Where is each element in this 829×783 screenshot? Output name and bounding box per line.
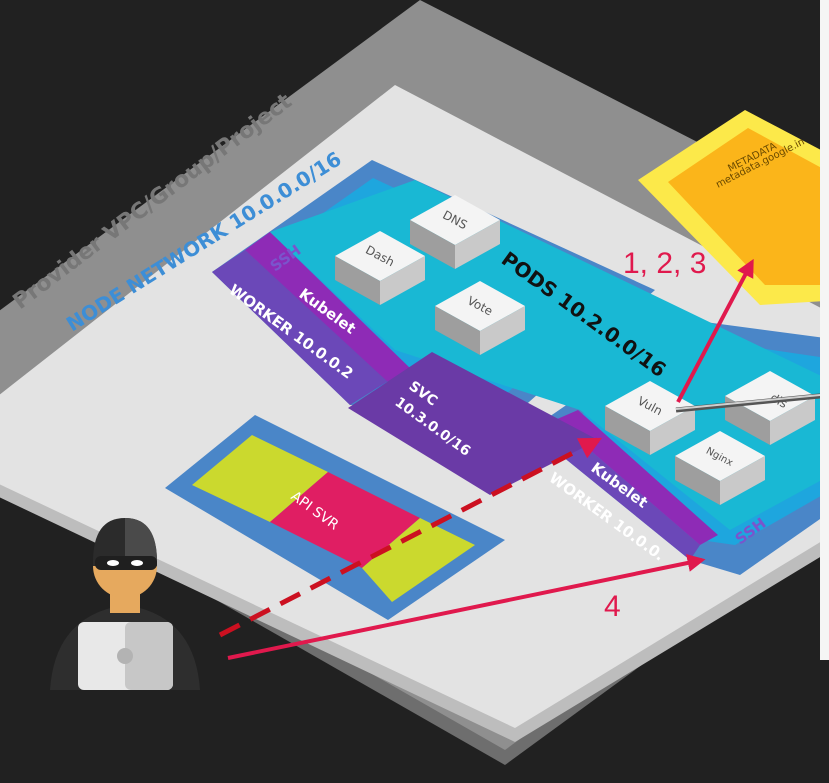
svc-network-plane	[348, 352, 598, 495]
attack-arrow-to-metadata	[676, 258, 754, 403]
pod-vote: Vote	[435, 281, 525, 355]
worker-left-label-band	[212, 250, 390, 405]
metadata-inner	[668, 128, 829, 285]
pod-redis: dis	[725, 371, 815, 445]
pod-nginx: Nginx	[675, 431, 765, 505]
steps-1-2-3-label: 1, 2, 3	[623, 247, 706, 280]
pod-vuln: Vuln	[605, 381, 695, 455]
hacker-icon	[50, 518, 200, 690]
pod-dns: DNS	[410, 195, 500, 269]
pod-dash: Dash	[335, 231, 425, 305]
attack-arrow-dashed-to-vuln	[218, 437, 602, 638]
api-server-yellow-left	[192, 435, 328, 522]
slide-edge	[820, 0, 829, 660]
api-server-yellow-right	[362, 518, 475, 602]
api-server-magenta	[270, 472, 420, 568]
step-4-label: 4	[604, 590, 621, 623]
kubelet-left-band	[245, 232, 412, 382]
pointer-stick-highlight	[675, 393, 829, 410]
attack-arrow-to-worker-ssh	[227, 554, 706, 660]
